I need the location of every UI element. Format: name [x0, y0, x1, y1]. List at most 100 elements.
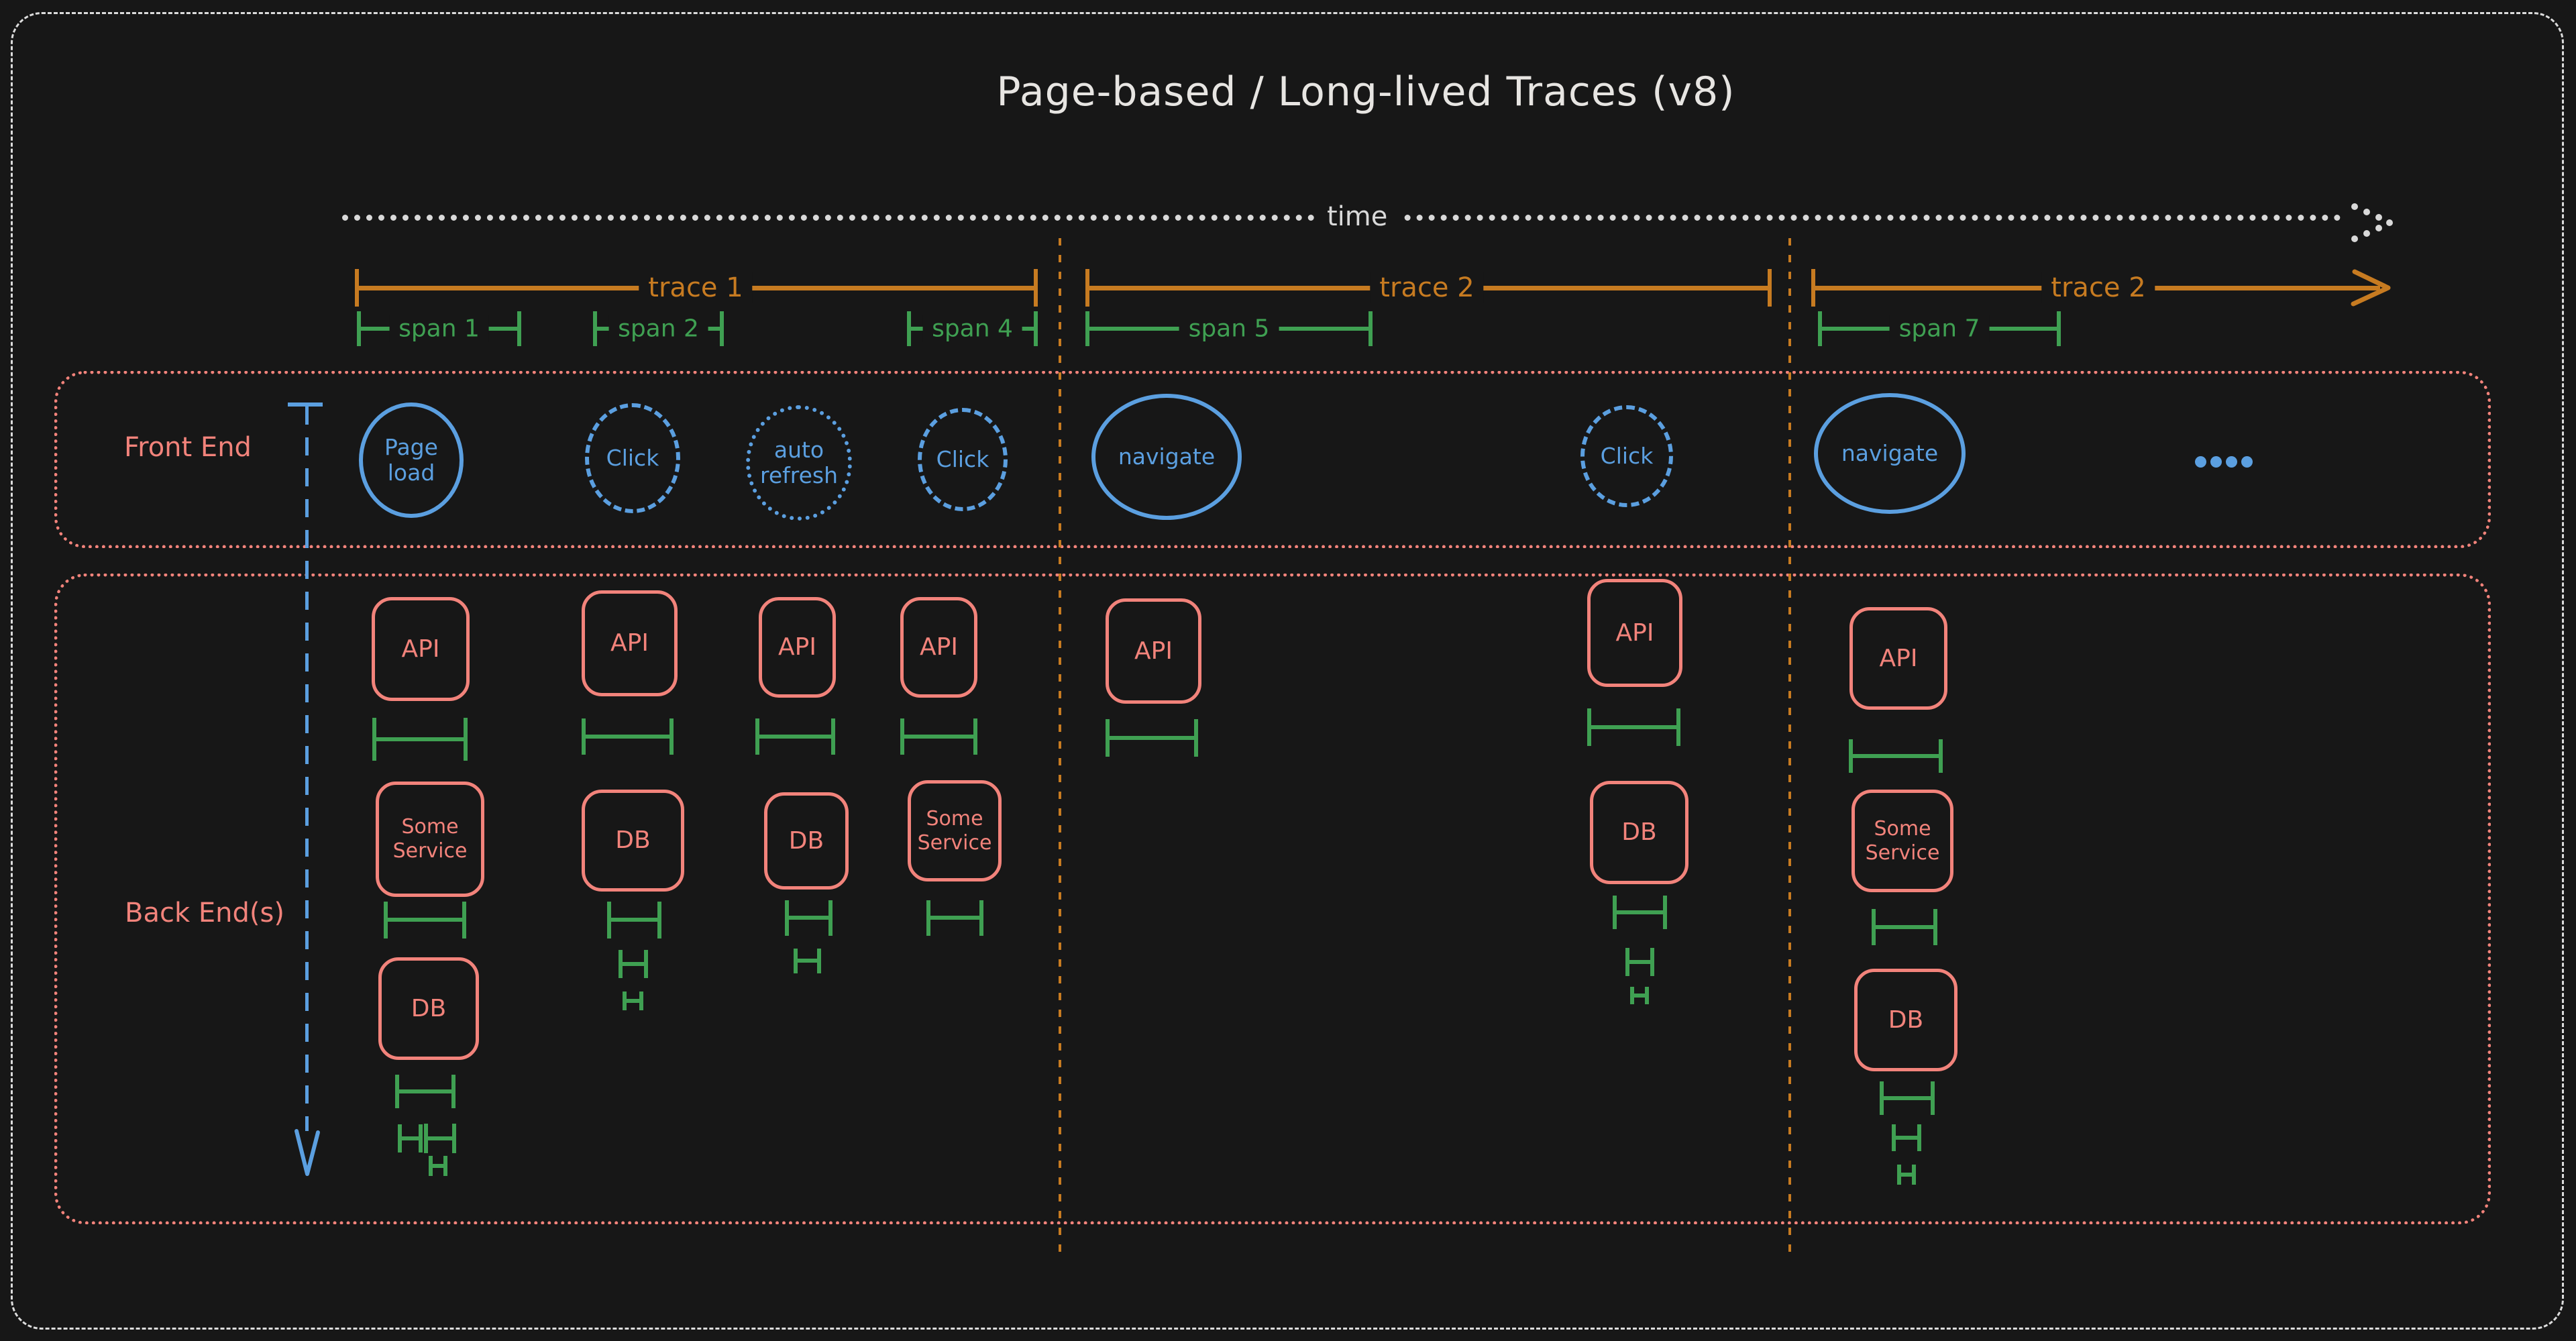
canvas-dashed-border [11, 12, 2564, 1330]
span-bracket [429, 1156, 447, 1176]
bracket-line [1880, 1096, 1935, 1100]
bracket-end-cap [644, 950, 648, 978]
bracket-end-cap [1663, 896, 1667, 929]
event-auto-refresh: auto refresh [746, 405, 852, 521]
span-bracket [1880, 1081, 1935, 1115]
blue-dot [2210, 456, 2222, 468]
span-bracket [1849, 739, 1943, 773]
bracket-start-cap [1849, 739, 1853, 773]
bracket-start-cap [1587, 708, 1591, 746]
span-bracket [755, 718, 835, 755]
backend-node-api: API [372, 597, 470, 701]
backend-node-db: DB [378, 957, 479, 1060]
bracket-start-cap [424, 1124, 428, 1153]
span-label: span 7 [1889, 315, 1990, 343]
span-bracket [1630, 987, 1649, 1004]
backend-node-api: API [1106, 598, 1201, 704]
span-bracket [372, 718, 468, 761]
span-bar: span 2 [593, 311, 724, 346]
trace-label: trace 2 [1370, 272, 1484, 303]
bracket-start-cap [607, 901, 611, 938]
blue-dot [2195, 456, 2206, 468]
bracket-end-cap [657, 901, 661, 938]
bracket-end-cap [1912, 1165, 1916, 1185]
bracket-line [900, 735, 977, 739]
trace-bar: trace 2 [1811, 269, 2380, 307]
time-arrow-dot [2375, 225, 2382, 231]
bracket-start-cap [1106, 719, 1110, 757]
span-bracket [1892, 1124, 1921, 1151]
span-start-cap [357, 311, 361, 346]
bracket-end-cap [1645, 987, 1649, 1004]
bracket-start-cap [785, 900, 789, 936]
backend-node-db: DB [582, 790, 684, 892]
more-events-ellipsis-icon [2195, 456, 2253, 468]
bracket-start-cap [429, 1156, 433, 1176]
bracket-start-cap [1625, 948, 1629, 976]
bracket-start-cap [900, 718, 904, 755]
span-bar: span 7 [1818, 311, 2061, 346]
frontend-lane [54, 371, 2491, 548]
bracket-start-cap [582, 718, 586, 755]
backend-node-api: API [1849, 607, 1947, 710]
bracket-line [1587, 725, 1680, 729]
backend-node-api: API [900, 597, 977, 698]
bracket-end-cap [1676, 708, 1680, 746]
span-bracket [1625, 948, 1654, 976]
bracket-end-cap [462, 901, 466, 938]
bracket-line [794, 959, 821, 963]
bracket-line [755, 735, 835, 739]
event-click: Click [1580, 405, 1673, 507]
span-end-cap [720, 311, 724, 346]
span-bracket [582, 718, 674, 755]
event-order-arrow-top-bar [288, 403, 323, 407]
span-bracket [1897, 1165, 1916, 1185]
time-arrow-dot [2386, 219, 2393, 226]
span-end-cap [517, 311, 521, 346]
bracket-end-cap [973, 718, 977, 755]
backend-node-some-service: Some Service [376, 782, 484, 897]
bracket-start-cap [1630, 987, 1634, 1004]
backend-node-api: API [759, 597, 836, 698]
bracket-line [1613, 910, 1667, 914]
backend-lane-label: Back End(s) [125, 898, 284, 928]
trace-label: trace 2 [2041, 272, 2155, 303]
event-order-arrowhead-icon [292, 1127, 322, 1181]
span-bracket [1106, 719, 1198, 757]
span-bracket [398, 1124, 423, 1152]
backend-node-api: API [1587, 579, 1682, 687]
span-bracket [424, 1124, 456, 1153]
bracket-start-cap [398, 1124, 402, 1152]
span-label: span 1 [389, 315, 489, 343]
span-bracket [384, 901, 466, 938]
bracket-line [619, 962, 648, 966]
bracket-start-cap [384, 901, 388, 938]
event-page-load: Page load [359, 403, 464, 518]
bracket-start-cap [794, 948, 798, 973]
backend-node-db: DB [764, 792, 849, 890]
bracket-end-cap [443, 1156, 447, 1176]
span-bar: span 4 [907, 311, 1038, 346]
span-bracket [926, 900, 983, 936]
span-end-cap [1034, 311, 1038, 346]
span-start-cap [593, 311, 597, 346]
bracket-line [424, 1136, 456, 1140]
trace-start-cap [1085, 269, 1089, 307]
bracket-line [1625, 960, 1654, 964]
bracket-end-cap [419, 1124, 423, 1152]
time-arrow-dot [2363, 230, 2370, 237]
event-navigate: navigate [1091, 394, 1242, 520]
backend-node-some-service: Some Service [908, 780, 1002, 881]
bracket-line [429, 1164, 447, 1168]
bracket-line [1872, 925, 1937, 929]
bracket-end-cap [1933, 909, 1937, 945]
trace-end-cap [1034, 269, 1038, 307]
span-bar: span 1 [357, 311, 521, 346]
bracket-line [1106, 736, 1198, 740]
bracket-line [372, 737, 468, 741]
bracket-end-cap [464, 718, 468, 761]
bracket-end-cap [451, 1075, 455, 1108]
bracket-line [384, 918, 466, 922]
bracket-end-cap [828, 900, 833, 936]
